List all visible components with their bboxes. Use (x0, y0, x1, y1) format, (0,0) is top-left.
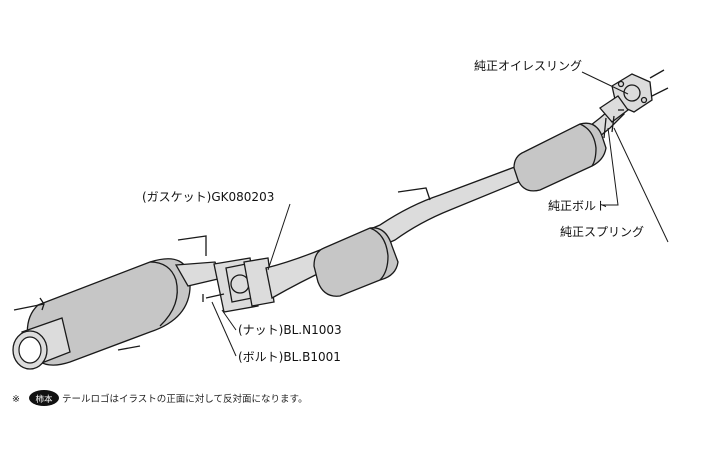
front-resonator (313, 227, 399, 297)
muffler-hanger-bottom (117, 345, 141, 351)
label-stock-bolt: 純正ボルト (548, 199, 608, 213)
label-nut: (ナット)BL.N1003 (238, 323, 342, 337)
label-gasket: (ガスケット)GK080203 (142, 190, 274, 204)
footnote: ※ 柿本 テールロゴはイラストの正面に対して反対面になります。 (12, 390, 308, 406)
stock-bolts-springs (603, 109, 624, 139)
tail-pipe (12, 317, 71, 370)
joint-flange (213, 257, 275, 313)
label-oil-ring: 純正オイレスリング (474, 59, 582, 73)
front-flange (599, 69, 669, 123)
footnote-mark: ※ (12, 394, 20, 405)
rear-resonator (513, 122, 607, 192)
muffler-hanger-left (13, 297, 45, 311)
center-pipe-hanger (397, 187, 431, 201)
leader-lines (211, 71, 669, 357)
svg-text:柿本: 柿本 (35, 394, 53, 405)
footnote-text: テールロゴはイラストの正面に対して反対面になります。 (62, 393, 308, 405)
kakimoto-logo-icon: 柿本 (29, 390, 59, 406)
label-stock-spring: 純正スプリング (560, 225, 644, 239)
muffler-hanger-top (177, 235, 207, 256)
label-bolt: (ボルト)BL.B1001 (238, 350, 341, 364)
